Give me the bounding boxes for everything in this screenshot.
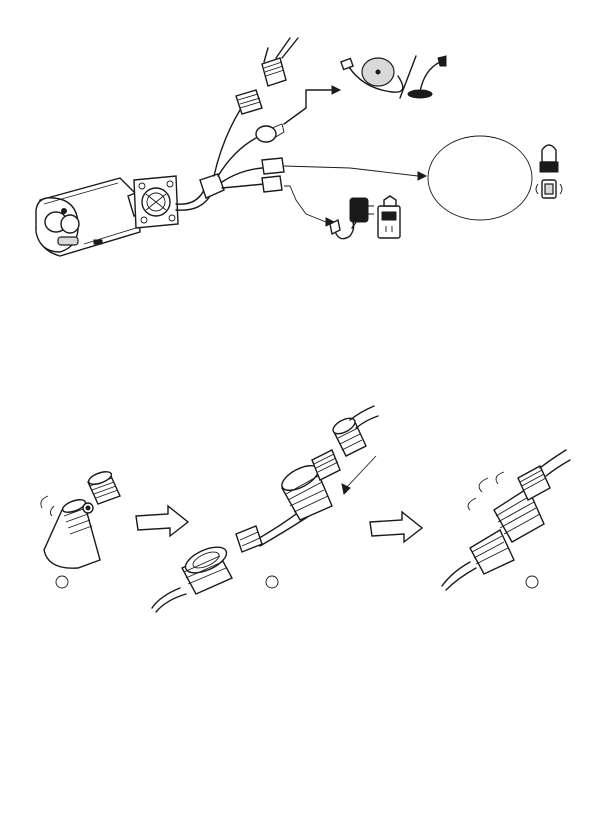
mounting-bracket-icon [134, 176, 178, 228]
cable-junction-icon [200, 174, 224, 198]
power-adapter-icon [330, 198, 374, 239]
cable-branches [214, 110, 264, 188]
step-1-connector-icon [41, 469, 120, 568]
alarm-connector-icon [262, 158, 284, 174]
alarm-light-icon [540, 145, 558, 172]
wall-outlet-icon [378, 196, 400, 238]
step-2-connector-icon [152, 406, 378, 612]
step-arrow-1-icon [136, 506, 188, 536]
step-3-marker [526, 576, 538, 588]
camera-connection-diagram [0, 0, 596, 300]
power-connector-icon [262, 176, 282, 192]
microphone-icon [341, 56, 446, 98]
alarm-device-area [428, 136, 532, 220]
connector-cap-icon [262, 38, 298, 86]
audio-connector-icon [256, 124, 284, 142]
step-3-connector-icon [442, 450, 570, 590]
step-1-marker [56, 576, 68, 588]
step-arrow-2-icon [370, 512, 422, 542]
alarm-sensor-icon [536, 180, 562, 198]
step-2-marker [266, 576, 278, 588]
